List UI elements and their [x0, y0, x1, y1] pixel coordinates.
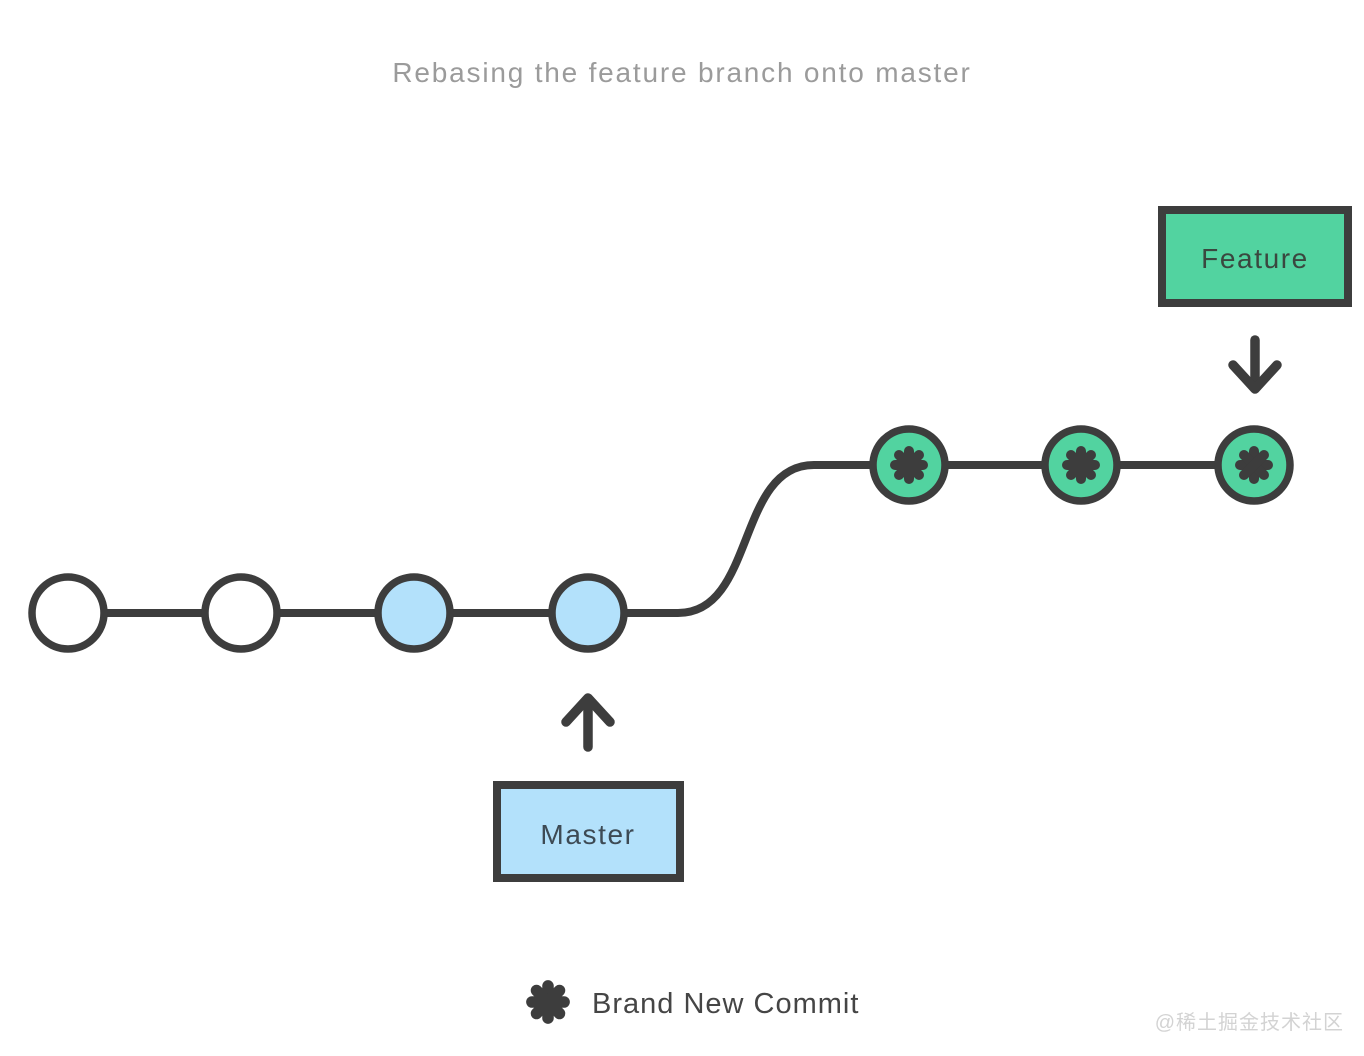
master-branch-label: Master — [540, 819, 635, 850]
new-commit-asterisk-icon — [1240, 451, 1268, 479]
arrow-up-icon — [561, 693, 615, 752]
feature-branch-label: Feature — [1201, 243, 1309, 274]
new-commit-asterisk-icon — [1067, 451, 1095, 479]
master-commits — [28, 573, 628, 653]
new-commit-asterisk-icon — [895, 451, 923, 479]
legend-label: Brand New Commit — [592, 988, 859, 1020]
arrow-down-icon — [1228, 335, 1282, 394]
watermark: @稀土掘金技术社区 — [1155, 1011, 1344, 1034]
commit-node-master-3 — [374, 573, 454, 653]
commit-node-master-1 — [28, 573, 108, 653]
diagram-title: Rebasing the feature branch onto master — [392, 57, 972, 88]
feature-branch-box — [1158, 206, 1352, 307]
master-branch-box — [493, 781, 684, 882]
feature-commits — [869, 425, 1294, 505]
commit-node-master-4 — [548, 573, 628, 653]
legend-asterisk-icon — [532, 986, 564, 1018]
commit-node-master-2 — [201, 573, 281, 653]
rebase-curve-feature-line — [584, 461, 1258, 617]
